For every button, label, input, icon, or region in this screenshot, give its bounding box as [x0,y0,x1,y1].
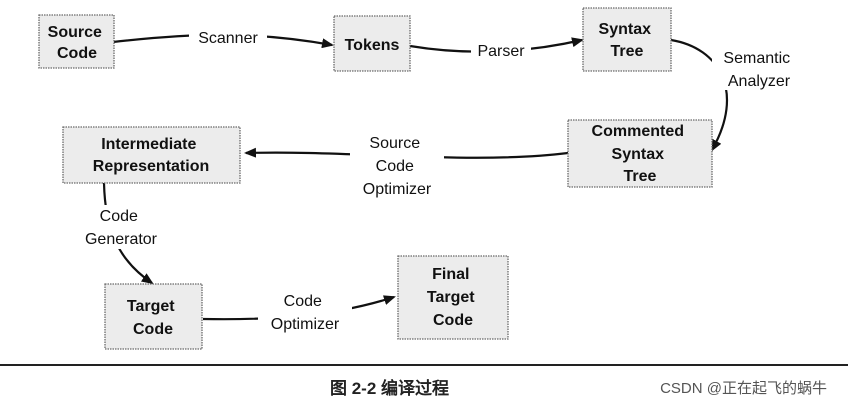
node-label-line: Syntax [599,21,652,38]
svg-text:Intermediate Representat: Intermediate Representation [93,136,209,175]
edge-label-source-code-optimizer: Source Code Optimizer [350,131,444,199]
node-source-code: Source Code [38,14,115,69]
node-label-line: Code [433,312,473,329]
node-label-line: Intermediate [101,136,196,153]
edge-label-line: Semantic [723,50,790,67]
edge-label-semantic-analyzer: Semantic Analyzer [712,46,804,90]
node-commented-syntax-tree: Commented Syntax Tree [567,119,713,188]
svg-text:Code Optimizer: Code Optimizer [271,293,340,333]
edge-label-line: Code [284,293,322,310]
edge-label-line: Analyzer [728,73,791,90]
node-final-target-code: Final Target Code [397,255,509,340]
svg-text:Syntax Tree: Syntax Tree [599,21,656,60]
edge-label-line: Parser [477,43,525,60]
svg-text:Commented Syntax T: Commented Syntax Tree [592,123,689,185]
svg-text:Target Code: Target Code [127,298,179,338]
node-label-line: Tree [624,168,657,185]
node-target-code: Target Code [104,283,203,350]
edge-label-line: Optimizer [363,181,432,198]
edge-label-line: Source [369,135,420,152]
watermark: CSDN @正在起飞的蜗牛 [660,380,827,397]
edge-label-code-optimizer: Code Optimizer [258,290,352,334]
svg-text:Scanner: Scanner [198,30,258,47]
edge-label-line: Optimizer [271,316,340,333]
svg-text:Final Target Code: Final Target Code [427,266,479,329]
svg-text:Source Code Optimi: Source Code Optimizer [363,135,432,198]
node-label-line: Tokens [345,37,400,54]
node-syntax-tree: Syntax Tree [582,7,672,72]
edge-label-line: Scanner [198,30,258,47]
edge-label-line: Generator [85,231,158,248]
svg-text:Parser: Parser [477,43,525,60]
figure-caption: 图 2-2 编译过程 [330,378,449,398]
node-label-line: Commented [592,123,684,140]
node-label-line: Tree [611,43,644,60]
node-label-line: Final [432,266,469,283]
edge-label-line: Code [100,208,138,225]
node-label-line: Representation [93,158,209,175]
svg-text:Semantic Analyzer: Semantic Analyzer [723,50,794,90]
node-label-line: Target [427,289,475,306]
node-label-line: Target [127,298,175,315]
node-intermediate-representation: Intermediate Representation [62,126,241,184]
edge-label-parser: Parser [471,41,531,61]
edge-label-code-generator: Code Generator [73,205,169,249]
node-label-line: Code [133,321,173,338]
svg-text:Source Code: Source Code [48,24,107,62]
node-label-line: Source [48,24,102,41]
node-label-line: Syntax [612,146,665,163]
node-label-line: Code [57,45,97,62]
edge-label-line: Code [376,158,414,175]
node-tokens: Tokens [333,15,411,72]
svg-text:Code Generator: Code Generator [85,208,158,248]
svg-text:Tokens: Tokens [345,37,400,54]
edge-label-scanner: Scanner [189,27,267,47]
